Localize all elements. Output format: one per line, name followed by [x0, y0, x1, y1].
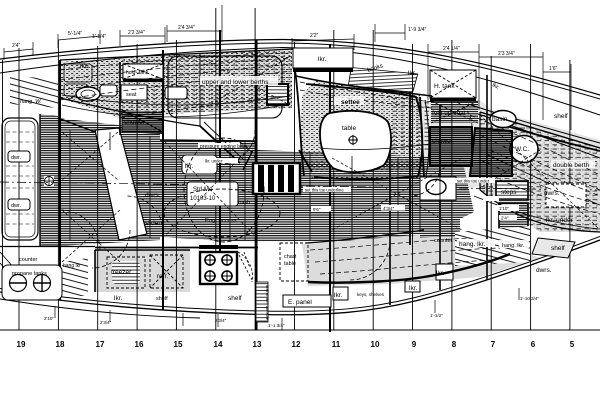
- svg-text:settee: settee: [341, 99, 360, 106]
- svg-text:shower: shower: [124, 119, 146, 126]
- svg-text:1'-1/2": 1'-1/2": [430, 313, 443, 318]
- svg-text:5: 5: [570, 340, 575, 349]
- svg-text:1'-1 3/4": 1'-1 3/4": [268, 323, 285, 328]
- svg-text:dwr.: dwr.: [11, 203, 22, 209]
- svg-text:lkr.: lkr.: [114, 295, 123, 302]
- svg-text:pressure engine blwr.: pressure engine blwr.: [200, 144, 248, 150]
- svg-text:hang. W.: hang. W.: [20, 99, 42, 105]
- svg-text:2'4 1/4": 2'4 1/4": [443, 46, 460, 52]
- svg-text:2'2": 2'2": [310, 33, 319, 39]
- svg-text:1'6": 1'6": [549, 66, 558, 72]
- svg-text:lkr.: lkr.: [80, 63, 89, 70]
- svg-text:2'3/4": 2'3/4": [215, 318, 227, 323]
- svg-text:steps: steps: [501, 189, 517, 196]
- svg-text:hang. lkr.: hang. lkr.: [459, 241, 486, 248]
- svg-text:lkr.: lkr.: [436, 270, 445, 277]
- svg-text:16: 16: [135, 340, 144, 349]
- svg-text:9: 9: [412, 340, 417, 349]
- svg-text:H. tank: H. tank: [434, 83, 455, 90]
- svg-text:trash: trash: [238, 200, 250, 206]
- svg-text:lkr.: lkr.: [491, 82, 500, 91]
- svg-text:lkr.: lkr.: [408, 70, 417, 77]
- svg-text:chart: chart: [284, 254, 297, 260]
- svg-text:4'3/4": 4'3/4": [383, 206, 395, 211]
- svg-text:8: 8: [452, 340, 457, 349]
- svg-text:counter: counter: [19, 257, 38, 263]
- svg-text:2'3/4": 2'3/4": [100, 320, 112, 325]
- svg-text:18: 18: [56, 340, 65, 349]
- svg-text:2'2 3/4": 2'2 3/4": [128, 30, 145, 36]
- svg-text:counter: counter: [434, 238, 453, 244]
- svg-text:hang lkr: hang lkr: [63, 263, 81, 269]
- svg-text:shelf: shelf: [156, 296, 168, 302]
- svg-text:10: 10: [371, 340, 380, 349]
- svg-text:shelf: shelf: [228, 295, 242, 302]
- svg-text:double berth: double berth: [553, 162, 590, 169]
- svg-text:hang. lkr.: hang. lkr.: [502, 243, 525, 249]
- svg-text:lkr.: lkr.: [185, 163, 194, 170]
- svg-text:5'-1/4": 5'-1/4": [68, 31, 82, 37]
- svg-text:lkr.: lkr.: [318, 56, 327, 63]
- svg-text:17: 17: [96, 340, 105, 349]
- svg-text:instrument console: instrument console: [265, 285, 270, 321]
- svg-text:lkr. under: lkr. under: [205, 159, 223, 164]
- svg-text:dwrs.: dwrs.: [544, 190, 560, 197]
- svg-text:10103-10: 10103-10: [190, 196, 216, 202]
- svg-text:upper and lower berths: upper and lower berths: [202, 79, 269, 86]
- svg-text:2'4 3/4": 2'4 3/4": [178, 25, 195, 31]
- svg-text:fold up seat: fold up seat: [432, 110, 466, 117]
- svg-text:keys, shelves: keys, shelves: [357, 292, 385, 297]
- svg-text:2'4": 2'4": [501, 216, 509, 221]
- svg-text:6: 6: [531, 340, 536, 349]
- svg-text:shower: shower: [432, 138, 454, 145]
- svg-text:2'4": 2'4": [12, 43, 21, 49]
- svg-text:set this toe underline: set this toe underline: [305, 188, 344, 193]
- svg-text:1'10": 1'10": [499, 206, 509, 211]
- svg-text:7: 7: [491, 340, 496, 349]
- svg-text:1'-10 3/4": 1'-10 3/4": [520, 296, 539, 301]
- svg-text:seat: seat: [126, 92, 137, 98]
- svg-text:11: 11: [332, 340, 341, 349]
- svg-text:2'10": 2'10": [44, 316, 54, 321]
- svg-text:E. panel: E. panel: [288, 299, 312, 306]
- svg-text:13: 13: [253, 340, 262, 349]
- svg-text:Eng. access: Eng. access: [205, 218, 237, 224]
- svg-text:lkr.: lkr.: [409, 285, 418, 292]
- svg-text:set this toe under: set this toe under: [457, 179, 490, 184]
- svg-text:hold--tank: hold--tank: [126, 70, 149, 76]
- svg-text:12: 12: [292, 340, 301, 349]
- svg-text:dwr.: dwr.: [11, 155, 22, 161]
- svg-text:freezer: freezer: [111, 269, 132, 276]
- svg-text:lkr.: lkr.: [334, 292, 343, 299]
- svg-text:19: 19: [17, 340, 26, 349]
- svg-text:1'-9 3/4": 1'-9 3/4": [408, 27, 427, 33]
- svg-text:Std-Mc: Std-Mc: [193, 187, 212, 193]
- svg-text:shelf: shelf: [554, 113, 568, 120]
- svg-text:table: table: [284, 261, 296, 267]
- svg-text:W.C.: W.C.: [515, 146, 529, 153]
- svg-text:2'3 3/4": 2'3 3/4": [498, 51, 515, 57]
- svg-text:dwrs.: dwrs.: [536, 267, 552, 274]
- svg-text:propane tanks: propane tanks: [12, 271, 47, 277]
- svg-text:books: books: [367, 63, 384, 74]
- svg-text:table: table: [342, 125, 356, 132]
- svg-text:9'6": 9'6": [313, 207, 321, 212]
- svg-text:sliders: sliders: [145, 220, 165, 227]
- svg-text:refr.: refr.: [157, 273, 168, 280]
- svg-text:basin: basin: [492, 116, 508, 123]
- svg-text:15: 15: [174, 340, 183, 349]
- svg-text:dwrs.: dwrs.: [145, 192, 161, 199]
- svg-text:1'-1/4": 1'-1/4": [92, 34, 106, 40]
- svg-text:shelf: shelf: [551, 245, 565, 252]
- svg-text:14: 14: [214, 340, 223, 349]
- svg-text:lkr. under: lkr. under: [546, 217, 574, 224]
